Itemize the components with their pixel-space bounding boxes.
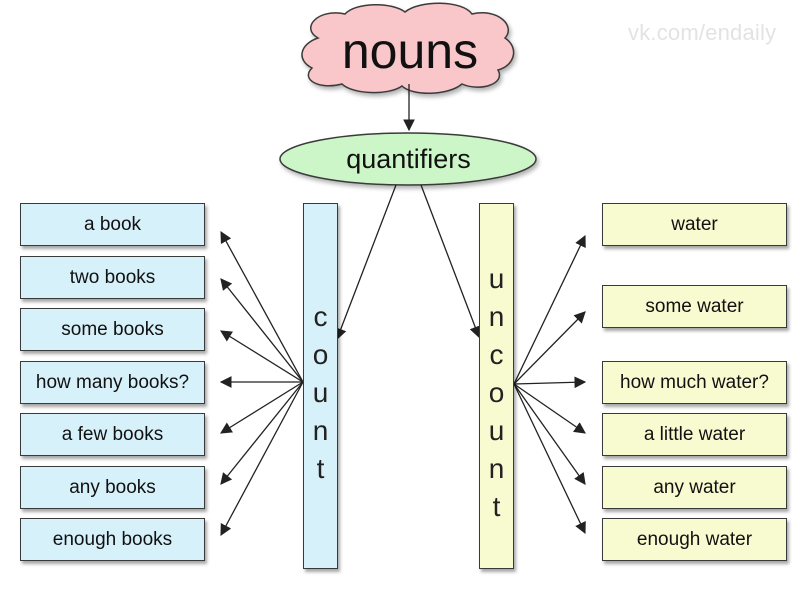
middle-label: quantifiers [346,143,471,174]
count-letter: c [313,301,328,332]
quantifiers-ellipse-shape [279,132,537,186]
arrow-uncount-item [513,234,586,385]
count-item: enough books [20,518,205,561]
count-item: how many books? [20,361,205,404]
uncount-letter: u [488,415,505,446]
count-item: any books [20,466,205,509]
count-item: two books [20,256,205,299]
arrow-count-item [220,381,304,485]
arrow-uncount-item [513,383,586,485]
uncount-letter: c [489,339,504,370]
arrow-count-item [220,381,304,537]
uncount-letter: n [488,453,505,484]
arrow-count-item [220,230,304,383]
uncount-item: a little water [602,413,787,456]
uncount-item: any water [602,466,787,509]
count-letter: t [316,453,325,484]
count-item: some books [20,308,205,351]
arrow-to-uncount [420,184,481,339]
arrow-uncount-item [513,311,586,385]
uncount-item: some water [602,285,787,328]
arrow-count-item [220,330,304,383]
root-label: nouns [341,23,479,79]
arrow-uncount-item [513,383,586,535]
watermark-text: vk.com/endaily [628,20,777,45]
uncount-letter: u [488,263,505,294]
arrow-uncount-item [513,376,587,389]
count-letter: u [312,377,329,408]
arrow-to-count [335,184,397,341]
count-letter: o [312,339,329,370]
uncount-item: enough water [602,518,787,561]
uncount-letter: t [492,491,501,522]
arrow-group [219,84,587,537]
arrow-uncount-item [513,383,586,434]
uncount-letter: n [488,301,505,332]
count-item: a book [20,203,205,246]
arrow-count-item [220,278,304,383]
nouns-cloud-shape [301,2,515,94]
uncount-letter: o [488,377,505,408]
uncount-item: water [602,203,787,246]
uncount-bar: u n c o u n t [479,203,514,569]
arrow-count-item [220,381,304,434]
uncount-item: how much water? [602,361,787,404]
count-item: a few books [20,413,205,456]
count-letter: n [312,415,329,446]
count-bar: c o u n t [303,203,338,569]
